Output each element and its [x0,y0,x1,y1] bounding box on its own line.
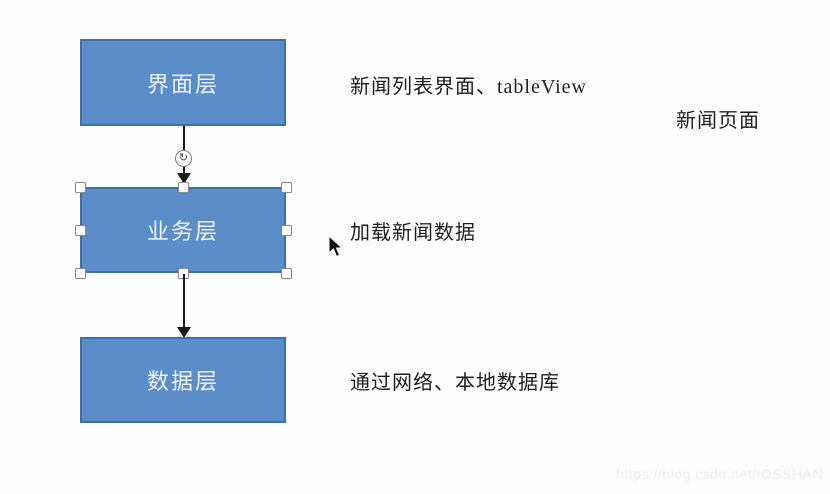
selection-handle-middle-left[interactable] [75,225,86,236]
selection-handle-bottom-left[interactable] [75,268,86,279]
shape-business-layer[interactable]: 业务层 [80,187,286,273]
shape-ui-layer-label: 界面层 [146,71,219,97]
selection-handle-top-middle[interactable] [178,182,189,193]
annotation-news-page[interactable]: 新闻页面 [676,110,760,132]
selection-handle-top-right[interactable] [281,182,292,193]
csdn-watermark: https://blog.csdn.net/IOSSHAN [616,466,823,482]
shape-data-layer[interactable]: 数据层 [80,337,286,423]
annotation-ui-layer[interactable]: 新闻列表界面、tableView [350,76,587,98]
connector-business-to-data-arrowhead-icon [177,327,191,338]
selection-handle-middle-right[interactable] [281,225,292,236]
rotate-handle-icon[interactable]: ↻ [175,150,192,167]
selection-handle-bottom-right[interactable] [281,268,292,279]
annotation-business-layer[interactable]: 加载新闻数据 [350,222,476,244]
shape-ui-layer[interactable]: 界面层 [80,39,286,126]
connector-ui-to-business-arrowhead-icon [177,173,191,184]
selection-handle-top-left[interactable] [75,182,86,193]
rotate-glyph: ↻ [178,152,189,164]
mouse-cursor-icon [328,234,344,264]
annotation-data-layer[interactable]: 通过网络、本地数据库 [350,372,560,394]
connector-business-to-data[interactable] [183,274,185,328]
shape-business-layer-label: 业务层 [146,219,219,244]
shape-data-layer-label: 数据层 [146,369,219,394]
